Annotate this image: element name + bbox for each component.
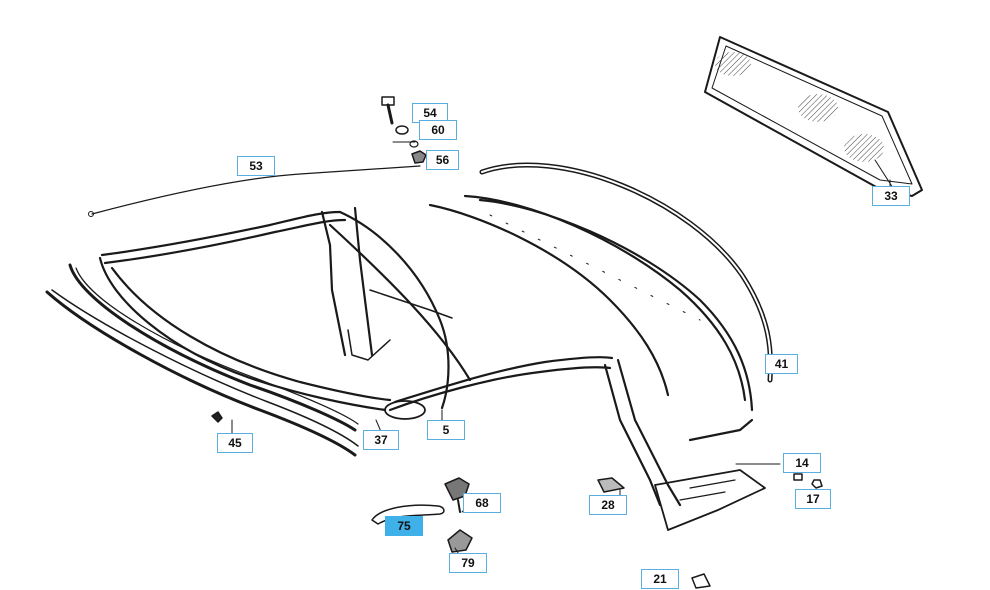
callout-56[interactable]: 56 xyxy=(426,150,459,170)
callout-79[interactable]: 79 xyxy=(449,553,487,573)
callout-21[interactable]: 21 xyxy=(641,569,679,589)
callout-5[interactable]: 5 xyxy=(427,420,465,440)
soft-top-frame xyxy=(98,194,766,531)
callout-28[interactable]: 28 xyxy=(589,495,627,515)
seal-strip xyxy=(479,162,774,383)
callout-60[interactable]: 60 xyxy=(419,120,457,140)
weather-strip xyxy=(45,263,359,457)
callout-33[interactable]: 33 xyxy=(872,186,910,206)
leader-lines xyxy=(231,141,891,557)
rear-window-panel xyxy=(704,36,923,197)
callout-75[interactable]: 75 xyxy=(385,516,423,536)
callout-37[interactable]: 37 xyxy=(363,430,399,450)
callout-68[interactable]: 68 xyxy=(463,493,501,513)
cable-and-bolt xyxy=(88,96,427,217)
callout-45[interactable]: 45 xyxy=(217,433,253,453)
callout-41[interactable]: 41 xyxy=(765,354,798,374)
callout-53[interactable]: 53 xyxy=(237,156,275,176)
small-parts xyxy=(211,411,823,589)
callout-14[interactable]: 14 xyxy=(783,453,821,473)
callout-17[interactable]: 17 xyxy=(795,489,831,509)
